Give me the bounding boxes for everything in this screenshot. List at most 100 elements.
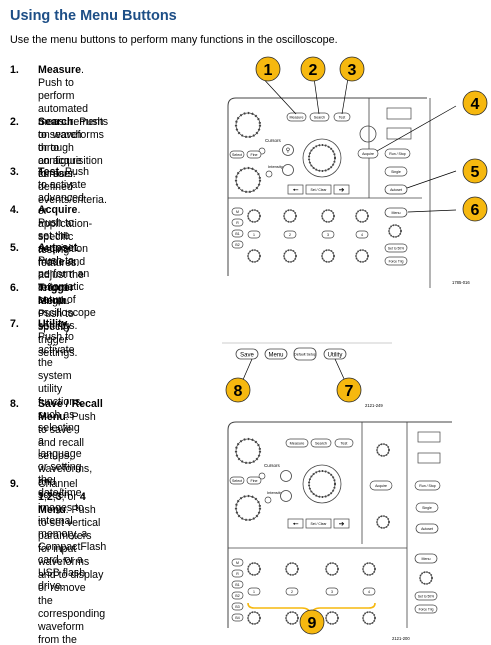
bus2-button[interactable] [231,591,244,600]
vertical-knob[interactable] [285,562,299,576]
search-button[interactable] [310,438,332,448]
vertical-knob[interactable] [247,249,261,263]
force-trig-button[interactable] [384,256,408,266]
test-button[interactable] [334,438,354,448]
select-button[interactable] [229,476,245,485]
vertical-knob[interactable] [283,209,297,223]
intensity-knob[interactable] [234,494,262,522]
default-setup-button[interactable] [293,347,317,361]
math-button[interactable] [231,558,244,567]
vertical-knob[interactable] [283,249,297,263]
trigger-level-knob[interactable] [419,571,433,585]
item-segment: 4 [79,491,86,503]
svg-text:1: 1 [264,62,273,79]
svg-text:Menu: Menu [268,353,283,359]
item-name: Utility [38,318,68,330]
multipurpose-knob[interactable] [302,138,342,178]
bus1-button[interactable] [231,229,244,238]
channel-2-button[interactable] [285,587,299,596]
set-to-50-button[interactable] [414,591,438,601]
item-segment: 2 [46,491,53,503]
prev-arrow-button[interactable] [287,184,304,195]
search-button[interactable] [309,112,330,122]
acquire-button[interactable] [357,148,379,159]
svg-text:Fine: Fine [251,153,258,157]
channel-1-button[interactable] [247,587,261,596]
vertical-knob[interactable] [285,611,299,625]
cursors-label: Cursors [264,463,281,468]
item-segment: 3 [55,491,62,503]
svg-text:5: 5 [471,164,480,181]
zoom-icon[interactable] [282,144,294,156]
fine-button[interactable] [246,150,262,159]
scale-knob[interactable] [376,515,390,529]
item-name: Search [38,116,74,128]
vertical-knob[interactable] [247,209,261,223]
autoset-button[interactable] [384,184,408,195]
channel-3-button[interactable] [325,587,339,596]
bus4-button[interactable] [231,613,244,622]
multipurpose-knob[interactable] [302,464,342,504]
bus1-button[interactable] [231,580,244,589]
force-trig-button[interactable] [414,604,438,614]
math-button[interactable] [231,207,244,216]
save-button[interactable] [235,348,259,360]
vertical-knob[interactable] [321,209,335,223]
cursors-knob[interactable] [234,437,262,465]
ref-button[interactable] [231,218,244,227]
vertical-knob[interactable] [325,611,339,625]
fine-button[interactable] [246,476,262,485]
acquire-button[interactable] [369,480,393,491]
trigger-menu-button[interactable] [414,553,438,564]
item-number: 4. [10,204,19,216]
channel-1-button[interactable] [247,230,261,239]
measure-button[interactable] [285,438,309,448]
play-pause-icon[interactable] [280,490,292,502]
zoom-icon[interactable] [280,470,292,482]
position-knob[interactable] [376,443,390,457]
svg-text:Test: Test [339,116,346,120]
channel-2-button[interactable] [283,230,297,239]
svg-text:2: 2 [291,590,293,594]
vertical-knob[interactable] [362,562,376,576]
vertical-knob[interactable] [355,249,369,263]
measure-button[interactable] [286,112,307,122]
svg-text:R: R [236,221,239,225]
next-arrow-button[interactable] [333,184,350,195]
svg-text:Default Setup: Default Setup [294,353,316,357]
ref-button[interactable] [231,569,244,578]
cursors-knob[interactable] [234,111,262,139]
svg-text:8: 8 [234,383,243,400]
bus2-button[interactable] [231,240,244,249]
trigger-menu-button[interactable] [384,207,408,218]
set-clear-button[interactable] [305,518,332,529]
autoset-button[interactable] [415,523,439,534]
vertical-knob[interactable] [362,611,376,625]
svg-text:Fine: Fine [251,479,258,483]
channel-4-button[interactable] [355,230,369,239]
channel-3-button[interactable] [321,230,335,239]
single-button[interactable] [415,502,439,513]
play-pause-icon[interactable] [282,164,294,176]
item-number: 7. [10,318,19,330]
vertical-knob[interactable] [325,562,339,576]
single-button[interactable] [384,166,408,177]
trigger-level-knob[interactable] [388,224,402,238]
select-button[interactable] [229,150,245,159]
vertical-knob[interactable] [321,249,335,263]
vertical-knob[interactable] [355,209,369,223]
next-arrow-button[interactable] [333,518,350,529]
svg-text:B1: B1 [235,232,239,236]
bus3-button[interactable] [231,602,244,611]
set-to-50-button[interactable] [384,243,408,253]
vertical-knob[interactable] [247,611,261,625]
set-clear-button[interactable] [305,184,332,195]
run-stop-button[interactable] [384,148,411,159]
vertical-knob[interactable] [247,562,261,576]
run-stop-button[interactable] [414,480,441,491]
prev-arrow-button[interactable] [287,518,304,529]
intensity-knob[interactable] [234,166,262,194]
recall-menu-button[interactable] [264,348,288,360]
channel-4-button[interactable] [362,587,376,596]
